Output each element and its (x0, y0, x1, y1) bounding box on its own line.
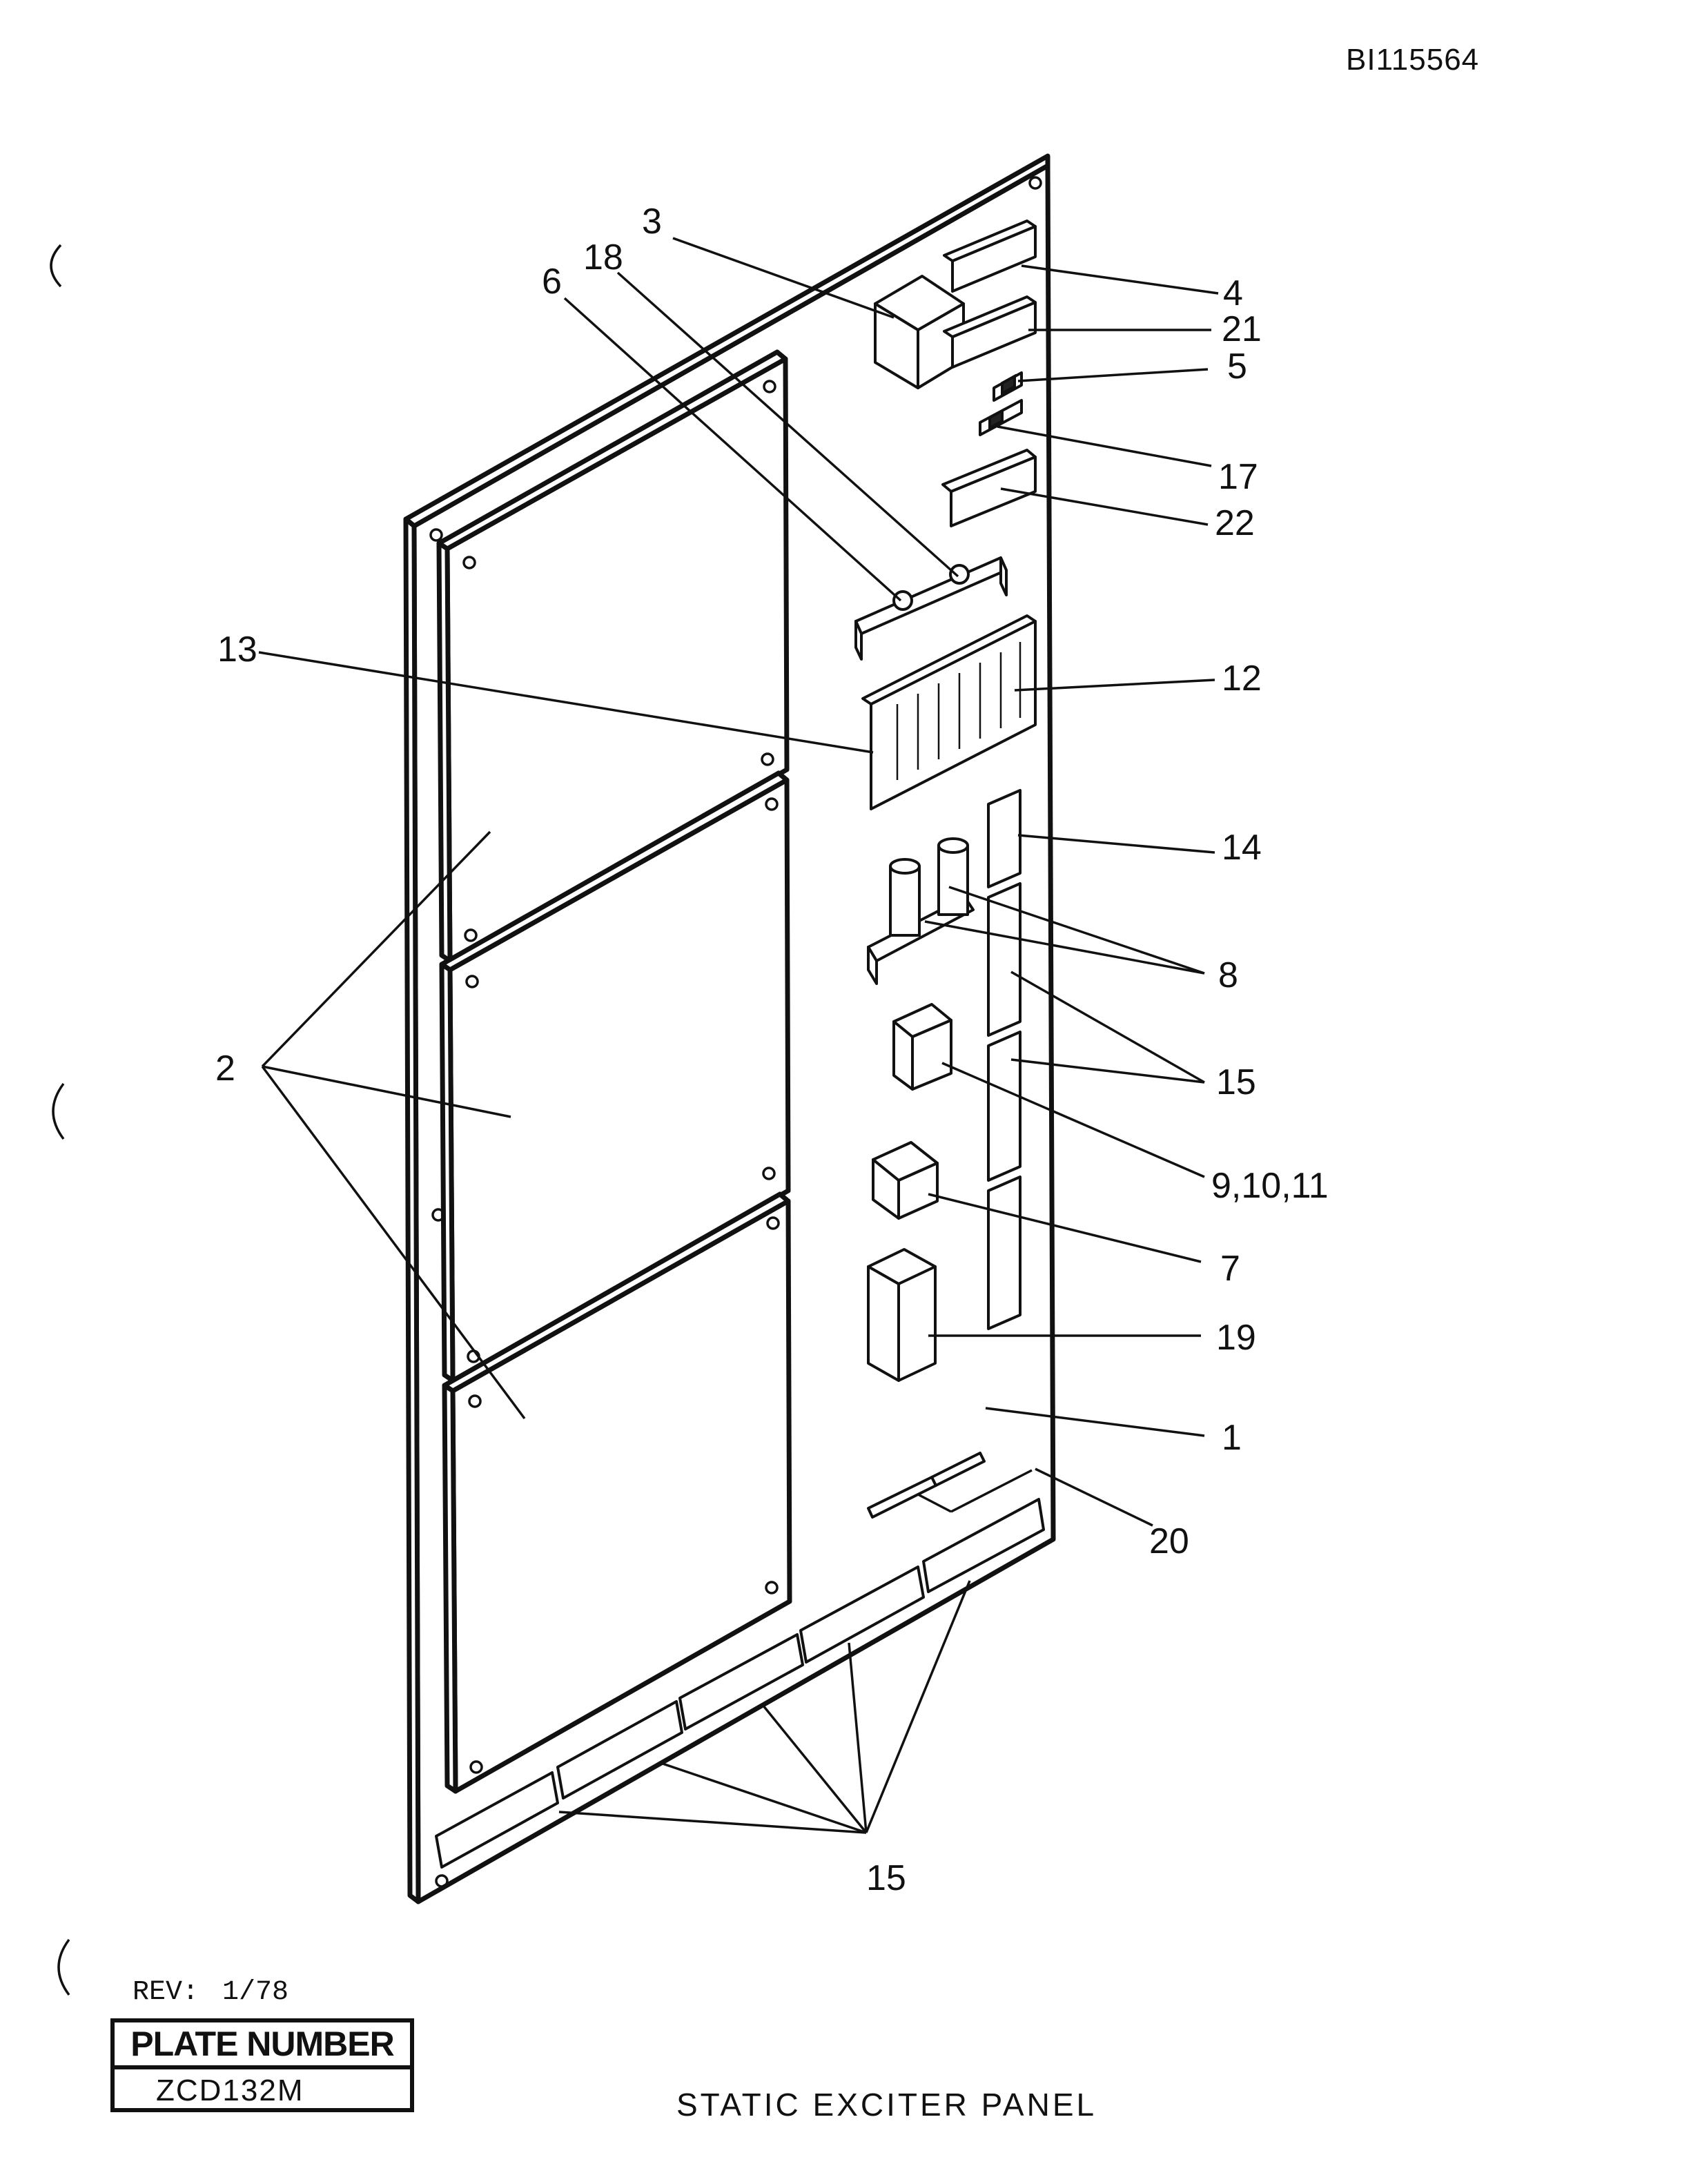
callout-21: 21 (1222, 309, 1262, 349)
revision-value: 1/78 (222, 1977, 289, 2008)
circuit-card-middle (439, 770, 791, 1383)
callout-4: 4 (1223, 273, 1243, 313)
plate-number-header: PLATE NUMBER (115, 2022, 410, 2069)
component-17-terminal (979, 399, 1023, 436)
panel-left-edge (403, 516, 421, 1904)
component-20-terminals (867, 1452, 1033, 1519)
callout-17: 17 (1218, 457, 1258, 497)
component-4-module (943, 220, 1037, 293)
plate-number-value: ZCD132M (156, 2074, 304, 2107)
callout-22: 22 (1215, 503, 1255, 543)
component-15-connector-right-3 (987, 1176, 1022, 1330)
mounting-hole (429, 528, 443, 542)
component-9-10-11-relay (892, 1003, 952, 1091)
punch-hole-mark-bottom (57, 1938, 70, 1996)
callout-6: 6 (542, 262, 562, 302)
callout-7: 7 (1220, 1249, 1240, 1289)
callout-18: 18 (583, 237, 623, 277)
diagram-caption: STATIC EXCITER PANEL (676, 2087, 1097, 2123)
revision-line: REV: 1/78 (133, 1977, 289, 2008)
document-id: BI115564 (1346, 43, 1480, 77)
callout-2: 2 (215, 1049, 235, 1089)
circuit-card-bottom (442, 1191, 792, 1794)
punch-hole-mark-middle (52, 1082, 65, 1140)
component-22-module (941, 449, 1037, 527)
component-8-capacitors (867, 837, 975, 985)
callout-1: 1 (1222, 1418, 1242, 1458)
callout-12: 12 (1222, 659, 1262, 699)
revision-label: REV: (133, 1977, 199, 2008)
callout-19: 19 (1216, 1318, 1256, 1358)
callout-9-10-11: 9,10,11 (1211, 1166, 1329, 1206)
component-21-module (943, 295, 1037, 369)
callout-15-right: 15 (1216, 1062, 1256, 1102)
callout-3: 3 (642, 202, 662, 242)
leader-lines (258, 237, 1219, 1834)
callout-13: 13 (217, 630, 257, 670)
component-15-connector-right-1 (987, 882, 1022, 1037)
component-6-18-bracket (854, 556, 1008, 661)
bottom-connectors (435, 1498, 1045, 1869)
callout-5: 5 (1227, 347, 1247, 387)
punch-hole-mark-top (50, 244, 62, 288)
mounting-hole (435, 1874, 449, 1888)
callout-8: 8 (1218, 955, 1238, 995)
component-5-terminal (993, 371, 1023, 402)
callout-14: 14 (1222, 828, 1262, 868)
component-12-terminal-block (861, 614, 1037, 810)
plate-number-box: PLATE NUMBER ZCD132M (110, 2018, 414, 2112)
component-14-connector (987, 789, 1022, 888)
component-19-block (867, 1248, 937, 1382)
callout-15-bottom: 15 (866, 1858, 906, 1898)
callout-20: 20 (1149, 1521, 1189, 1561)
component-15-connector-right-2 (987, 1031, 1022, 1182)
mounting-hole (1028, 176, 1042, 190)
component-7-block (872, 1141, 939, 1220)
